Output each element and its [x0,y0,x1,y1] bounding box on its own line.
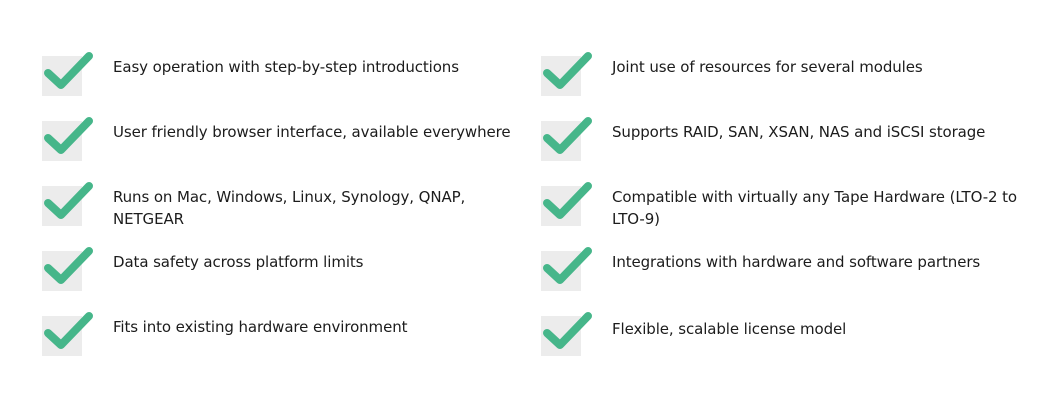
feature-text: Fits into existing hardware environment [113,318,408,336]
checkmark-icon [42,52,93,96]
feature-text: Easy operation with step-by-step introdu… [113,58,459,76]
checkmark-icon [42,247,93,291]
feature-text: Runs on Mac, Windows, Linux, Synology, Q… [113,188,466,228]
checkmark-icon [541,52,592,96]
feature-text: Joint use of resources for several modul… [612,58,923,76]
feature-text: Supports RAID, SAN, XSAN, NAS and iSCSI … [612,123,986,141]
checkmark-icon [541,182,592,226]
feature-text: Compatible with virtually any Tape Hardw… [612,188,1018,228]
checkmark-icon [541,312,592,356]
checkmark-icon [42,117,93,161]
feature-text: Integrations with hardware and software … [612,253,981,271]
checkmark-icon [42,312,93,356]
checkmark-icon [541,247,592,291]
checkmark-icon [42,182,93,226]
feature-text: Flexible, scalable license model [612,320,847,338]
checkmark-icon [541,117,592,161]
feature-text: User friendly browser interface, availab… [113,123,511,141]
feature-text: Data safety across platform limits [113,253,364,271]
